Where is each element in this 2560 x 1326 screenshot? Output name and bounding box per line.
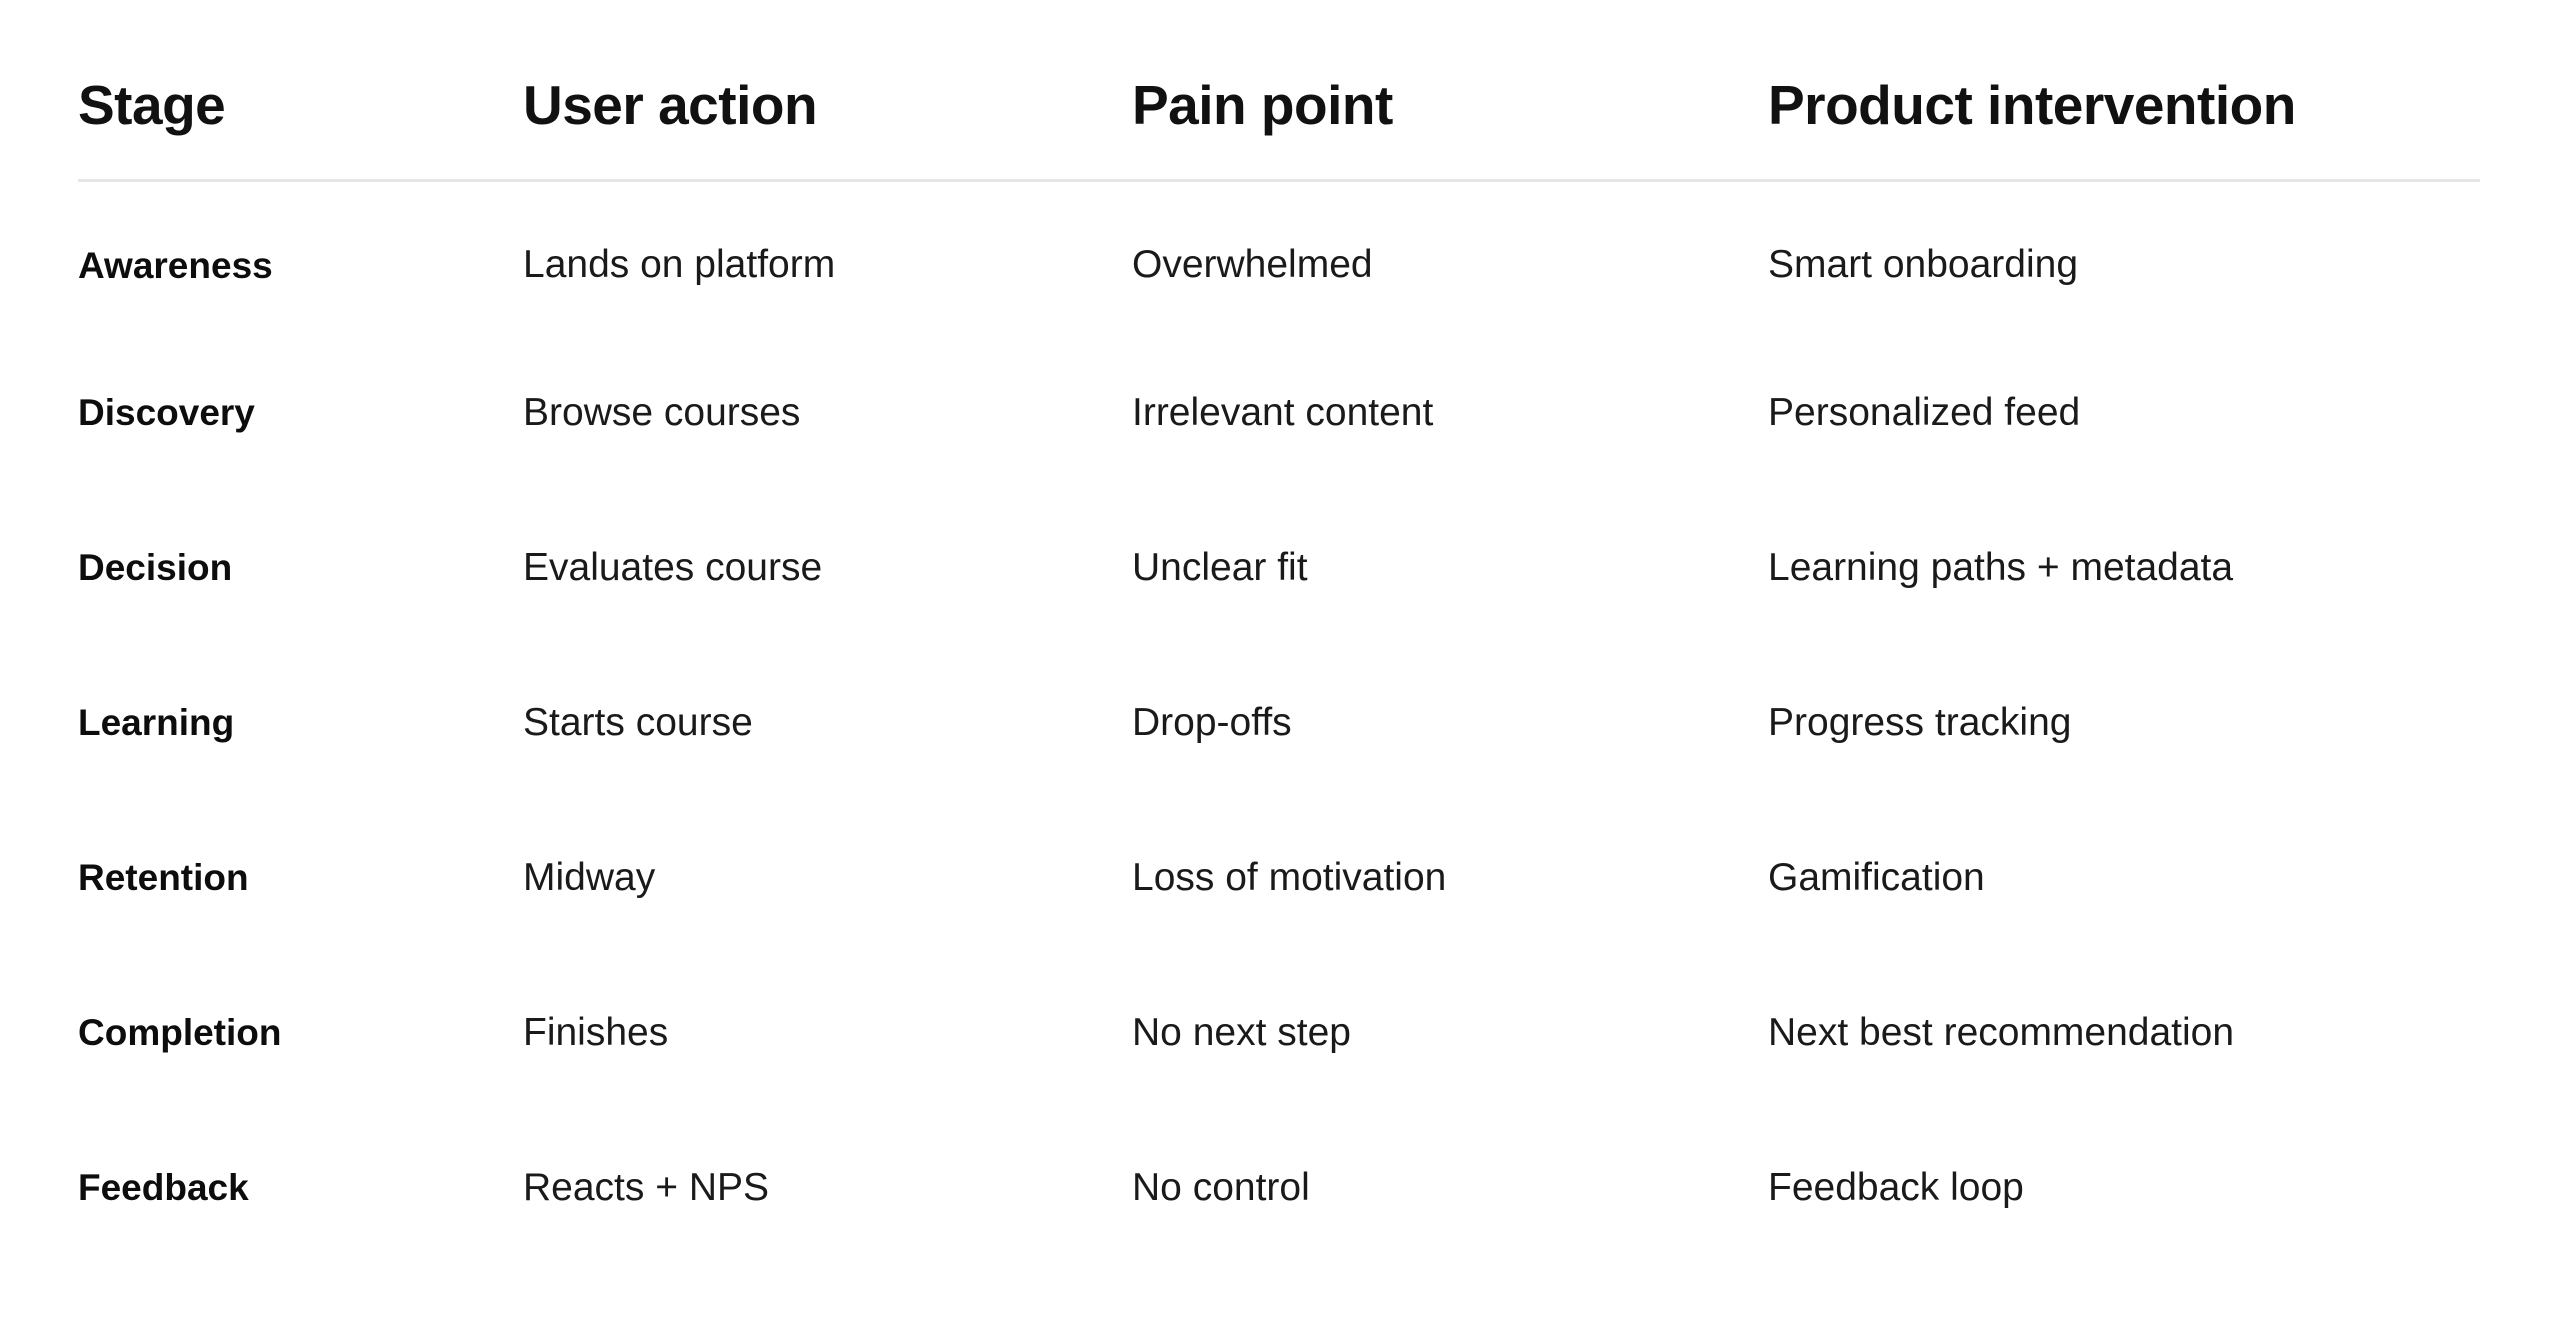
table-row: Decision Evaluates course Unclear fit Le… [78,491,2480,646]
cell-product-intervention: Progress tracking [1768,700,2072,744]
cell-user-action: Finishes [523,1010,669,1054]
cell-user-action: Browse courses [523,390,801,434]
table-header-row: Stage User action Pain point Product int… [78,78,2480,181]
table-row: Awareness Lands on platform Overwhelmed … [78,181,2480,336]
cell-pain-point: No next step [1132,1010,1351,1054]
table-row: Discovery Browse courses Irrelevant cont… [78,336,2480,491]
cell-pain-point: Irrelevant content [1132,390,1434,434]
column-header-user-action: User action [523,74,818,136]
cell-product-intervention: Learning paths + metadata [1768,545,2234,589]
cell-user-action: Evaluates course [523,545,823,589]
cell-product-intervention: Personalized feed [1768,390,2081,434]
table-header: Stage User action Pain point Product int… [78,78,2480,181]
table-row: Retention Midway Loss of motivation Gami… [78,801,2480,956]
cell-user-action: Lands on platform [523,243,836,287]
cell-stage: Completion [78,1011,282,1053]
cell-product-intervention: Gamification [1768,855,1985,899]
cell-product-intervention: Smart onboarding [1768,243,2079,287]
cell-user-action: Starts course [523,700,753,744]
cell-user-action: Midway [523,855,656,899]
cell-pain-point: Drop-offs [1132,700,1292,744]
table-row: Feedback Reacts + NPS No control Feedbac… [78,1111,2480,1266]
column-header-product-intervention: Product intervention [1768,74,2296,136]
table-body: Awareness Lands on platform Overwhelmed … [78,181,2480,1266]
table-row: Learning Starts course Drop-offs Progres… [78,646,2480,801]
column-header-pain-point: Pain point [1132,74,1393,136]
cell-stage: Decision [78,546,233,588]
column-header-stage: Stage [78,74,226,136]
cell-stage: Awareness [78,244,273,286]
user-journey-table: Stage User action Pain point Product int… [78,78,2480,1266]
cell-pain-point: Loss of motivation [1132,855,1447,899]
cell-product-intervention: Next best recommendation [1768,1010,2235,1054]
cell-pain-point: No control [1132,1165,1310,1209]
cell-pain-point: Overwhelmed [1132,243,1373,287]
table-row: Completion Finishes No next step Next be… [78,956,2480,1111]
cell-stage: Feedback [78,1166,249,1208]
cell-pain-point: Unclear fit [1132,545,1308,589]
cell-stage: Discovery [78,391,255,433]
cell-stage: Learning [78,701,235,743]
cell-stage: Retention [78,856,249,898]
cell-product-intervention: Feedback loop [1768,1165,2024,1209]
cell-user-action: Reacts + NPS [523,1165,770,1209]
